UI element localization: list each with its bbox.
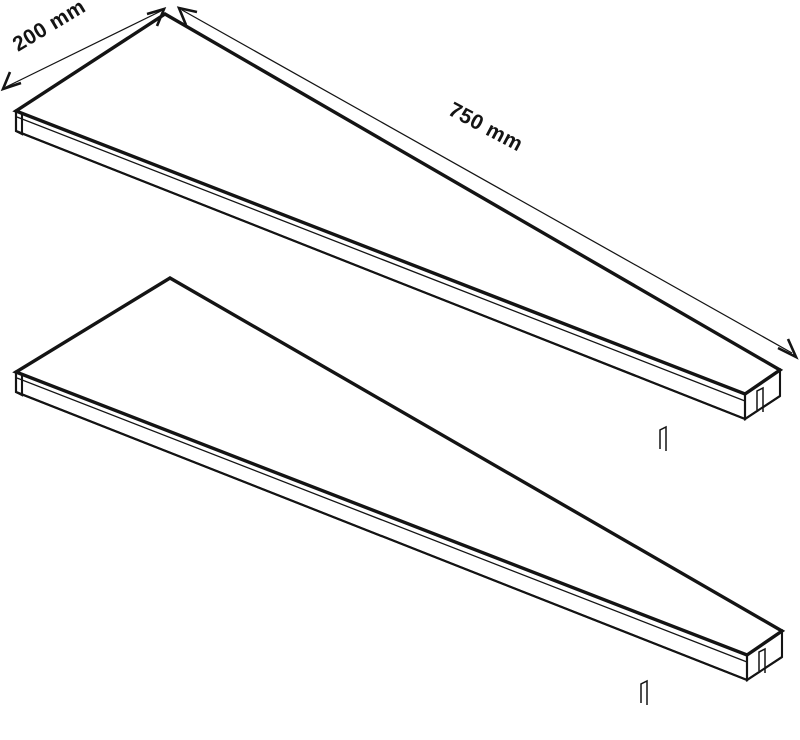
width-dimension-arrowhead-start: [0, 71, 22, 92]
lower-panel-groove-line: [16, 377, 748, 663]
width-dimension-arrowhead-end: [146, 6, 167, 27]
length-dimension-label: 750 mm: [445, 98, 527, 156]
width-dimension: [0, 6, 167, 92]
lower-panel-top-face: [12, 276, 786, 657]
upper-panel-top-face: [12, 12, 784, 396]
length-dimension-arrowhead-start: [176, 6, 198, 26]
lower-panel-notch-2: [758, 647, 766, 673]
length-dimension: [176, 6, 799, 360]
length-dimension-line: [181, 9, 793, 354]
upper-panel-notch-1: [659, 425, 667, 451]
upper-panel-groove-line: [16, 116, 746, 402]
length-dimension-arrowhead-end: [777, 338, 799, 360]
lower-panel-front-edge-face: [14, 370, 749, 682]
lower-panel: [12, 276, 786, 705]
upper-panel-bottom-silhouette: [15, 130, 781, 421]
lower-panel-bottom-silhouette: [15, 391, 783, 682]
lower-panel-notch-1: [640, 679, 648, 705]
width-dimension-label: 200 mm: [9, 0, 90, 56]
upper-panel-notch-2: [756, 386, 764, 412]
width-dimension-line: [5, 10, 162, 88]
upper-panel: [12, 12, 784, 451]
